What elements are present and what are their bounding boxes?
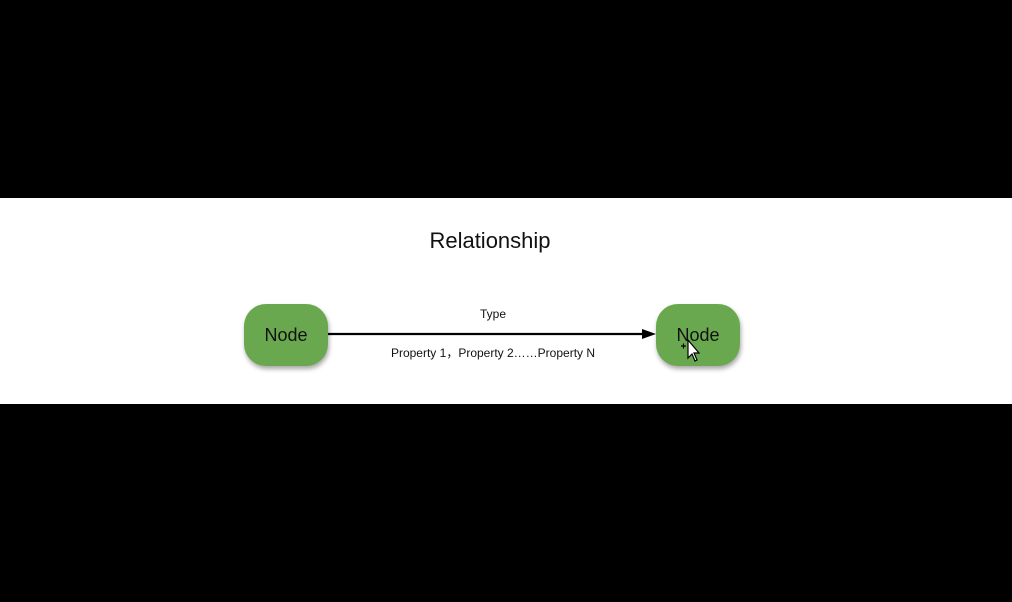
target-node: Node	[656, 304, 740, 366]
relationship-type-label: Type	[479, 307, 506, 321]
source-node-label: Node	[264, 324, 308, 345]
arrow-head	[642, 329, 656, 339]
target-node-label: Node	[676, 324, 720, 345]
mouse-pointer-icon	[681, 338, 700, 362]
relationship-arrow	[328, 329, 656, 339]
relationship-properties-label: Property 1，Property 2……Property N	[390, 346, 596, 360]
diagram-title: Relationship	[429, 228, 551, 253]
slide-canvas: Relationship Node Type Property 1，Proper…	[0, 198, 1012, 404]
source-node: Node	[244, 304, 328, 366]
